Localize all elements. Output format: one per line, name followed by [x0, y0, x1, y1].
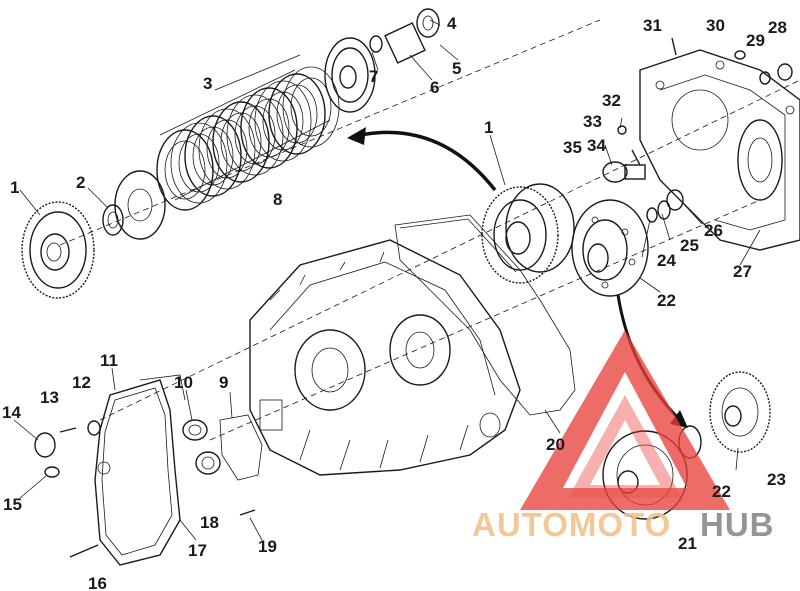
left-side-cover	[94, 374, 186, 566]
callout-31: 31	[643, 16, 662, 35]
clutch-plate-inner	[220, 112, 262, 172]
callout-35: 35	[563, 138, 582, 157]
callout-26: 26	[704, 221, 723, 240]
callout-2: 2	[76, 173, 85, 192]
callout-11: 11	[100, 351, 118, 370]
clutch-hub	[324, 37, 376, 113]
watermark-auto-text: AUTOMOTO	[472, 506, 671, 543]
leader-lines	[13, 19, 761, 541]
callout-34: 34	[587, 136, 606, 155]
clutch-plate	[268, 73, 326, 155]
engine-crankcase	[249, 239, 521, 476]
callout-15: 15	[3, 495, 22, 514]
callout-12: 12	[72, 373, 91, 392]
callout-13: 13	[40, 388, 59, 407]
clutch-plate-inner	[192, 126, 234, 186]
callout-32: 32	[602, 91, 621, 110]
callout-18: 18	[200, 513, 219, 532]
clutch-plate-inner	[178, 133, 220, 193]
watermark: AUTOMOTO HUB	[472, 330, 775, 543]
callout-6: 6	[430, 78, 439, 97]
output-gear	[709, 371, 771, 453]
crankcase-gasket	[394, 214, 576, 416]
callout-9: 9	[219, 373, 228, 392]
callout-30: 30	[706, 16, 725, 35]
callout-16: 16	[88, 574, 107, 591]
callout-25: 25	[680, 236, 699, 255]
callout-1-center: 1	[484, 118, 493, 137]
callout-21: 21	[678, 534, 697, 553]
callout-28: 28	[768, 18, 787, 37]
callout-24: 24	[657, 251, 676, 270]
callout-33: 33	[583, 112, 602, 131]
clutch-plate-inner	[234, 105, 276, 165]
clutch-gear-center	[481, 183, 575, 284]
clutch-plate-inner	[248, 98, 290, 158]
clutch-plate-stack	[156, 66, 340, 211]
small-washers	[646, 189, 684, 223]
callout-3: 3	[203, 74, 212, 93]
callout-17: 17	[188, 541, 207, 560]
callout-5: 5	[452, 59, 461, 78]
callout-29: 29	[746, 31, 765, 50]
clutch-plate-inner	[164, 140, 206, 200]
watermark-hub-text: HUB	[700, 506, 775, 543]
callout-8: 8	[273, 190, 282, 209]
oil-seals	[182, 419, 221, 475]
callout-27: 27	[733, 262, 752, 281]
hub-nut-set	[369, 8, 440, 64]
clutch-plate	[254, 80, 312, 162]
clutch-plate-inner	[206, 119, 248, 179]
clutch-gear-left	[21, 201, 95, 299]
clutch-plate-inner	[290, 77, 332, 137]
crankcase-cover-right	[639, 49, 800, 251]
callout-22-upper: 22	[657, 291, 676, 310]
drive-hub-upper	[571, 199, 649, 297]
callout-14: 14	[2, 403, 21, 422]
callout-4: 4	[447, 14, 457, 33]
pressure-plate	[114, 170, 166, 240]
clutch-plate	[282, 66, 340, 148]
callout-1-left: 1	[10, 178, 19, 197]
callout-labels: 1 2 3 4 5 6 7 8 1 9 10 11 12 13 14 15 16…	[2, 14, 787, 591]
transfer-arrow	[347, 127, 497, 192]
watermark-triangle	[520, 330, 730, 510]
cover-bolts	[671, 37, 793, 85]
callout-7: 7	[369, 67, 378, 86]
starter-components	[602, 125, 646, 183]
callout-19: 19	[258, 537, 277, 556]
callout-20: 20	[546, 435, 565, 454]
axis-lines	[59, 19, 800, 441]
callout-23: 23	[767, 470, 786, 489]
clutch-plate-inner	[262, 91, 304, 151]
clutch-plate-inner	[276, 84, 318, 144]
cover-gasket	[219, 414, 263, 481]
small-fasteners	[34, 420, 256, 558]
callout-10: 10	[174, 373, 193, 392]
callout-22-lower: 22	[712, 482, 731, 501]
